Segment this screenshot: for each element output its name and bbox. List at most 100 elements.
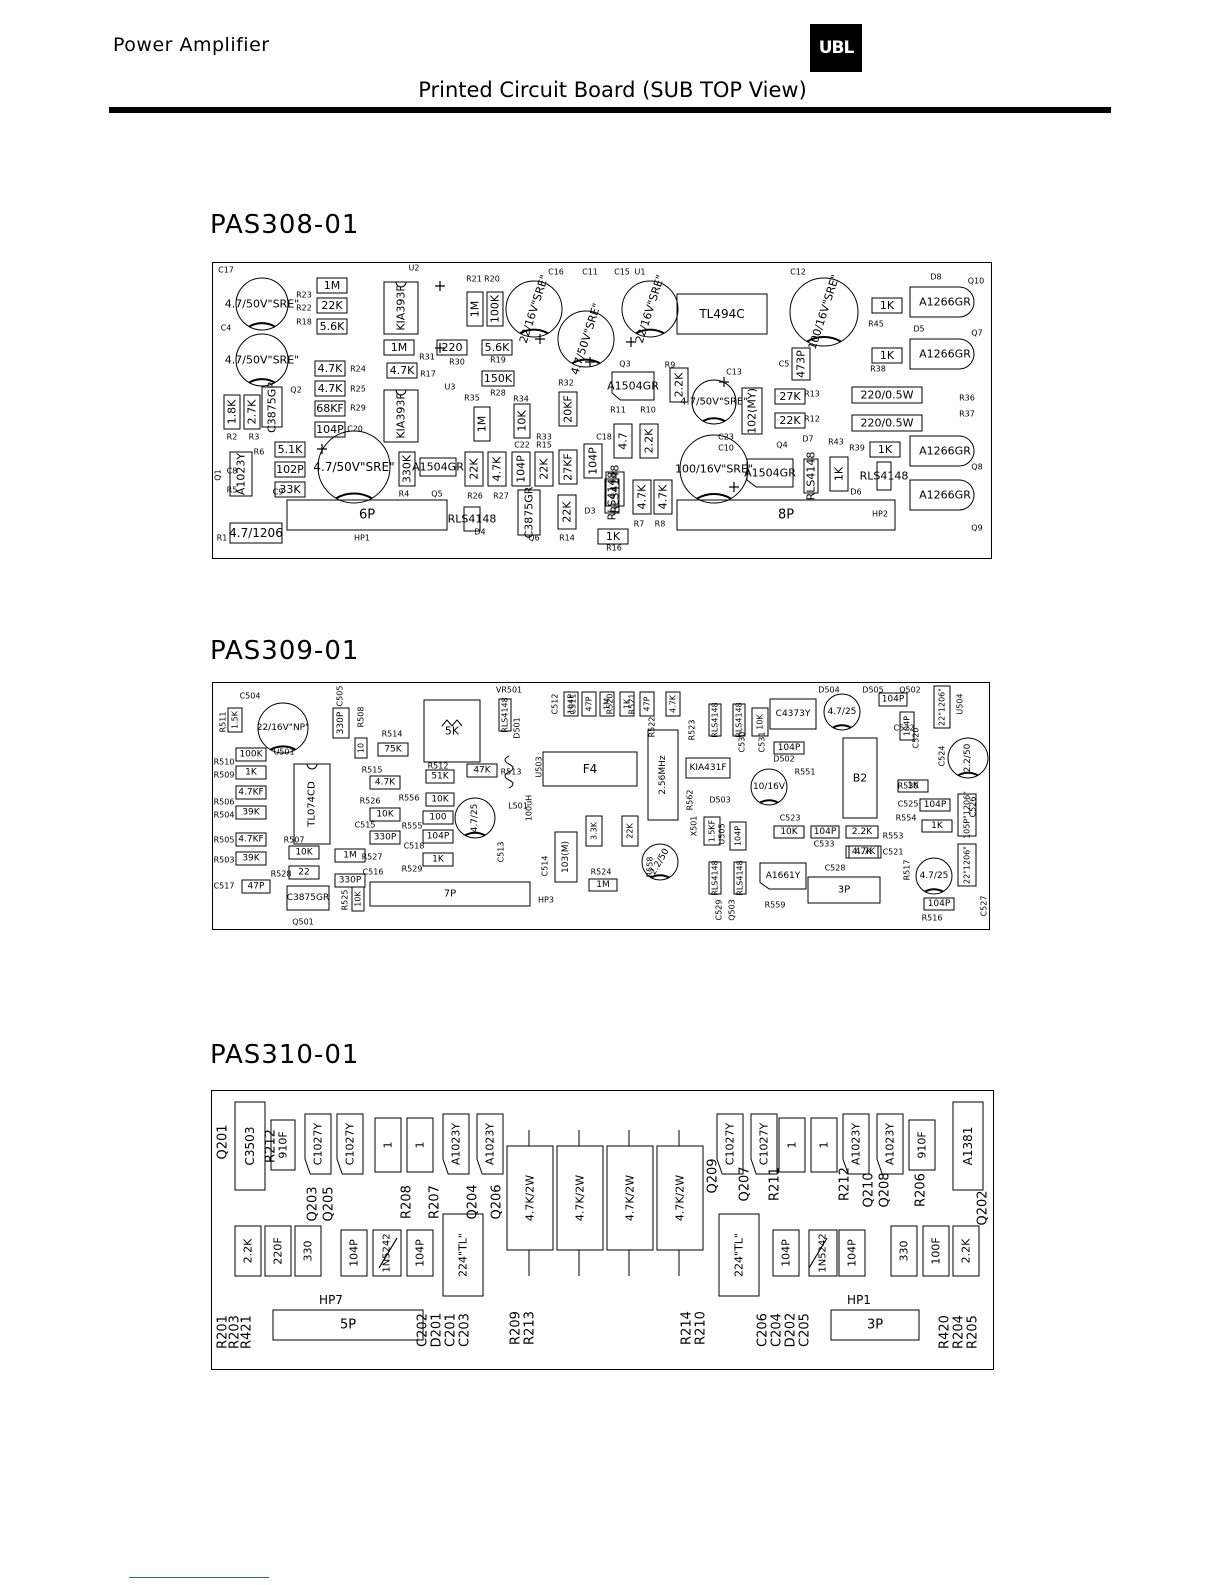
part-label: 4.7KF [238,788,263,798]
part-label: 47P [248,882,265,892]
ref-designator: C18 [596,433,612,442]
part-label: 4.7K [375,778,396,788]
part-label: 224"TL" [733,1233,746,1277]
part-label: 4.7K [657,484,670,509]
ref-designator: R35 [464,394,480,403]
ref-designator: R21 [466,275,482,284]
zener-mark [378,1237,398,1269]
ref-designator: R562 [686,790,695,811]
ref-designator: U504 [956,693,965,714]
ref-designator: Q502 [899,686,921,695]
part-body [656,1145,704,1251]
part-label: 5.6K [485,341,510,354]
part-body [473,406,491,442]
part-label: B2 [853,772,868,785]
part-body [871,297,903,314]
ref-designator: C528 [825,864,846,873]
part-body [890,1225,918,1277]
part-body [235,851,267,866]
part-body [639,423,659,459]
capacitor-body [235,333,289,387]
ref-designator: 100uH [525,795,534,821]
ref-designator: R11 [610,406,626,415]
part-label: RLS4148 [448,513,497,526]
ref-designator: R511 [219,712,228,733]
part-label: 10K [376,810,394,820]
ref-designator: R14 [559,534,575,543]
part-label: 4.7KF [238,835,263,845]
capacitor-body [454,797,496,839]
part-body [829,456,849,492]
part-label: A1266GR [919,445,971,458]
part-label: 4.7K [855,847,876,857]
capacitor-stripe [759,799,779,804]
part-label: RLS4148 [860,470,909,483]
part-body [487,451,507,487]
ref-designator: U505 [718,823,727,844]
part-label: 4.7K [636,484,649,509]
part-label: 2.2K [673,372,686,397]
part-body [481,370,515,387]
ref-designator: R27 [493,492,509,501]
part-body [466,763,498,778]
part-label: 22K [321,299,343,312]
part-body [810,825,840,839]
ref-designator: R514 [382,730,403,739]
part-body [581,691,597,717]
ref-designator: R16 [606,544,622,553]
capacitor-stripe [571,358,601,365]
part-label: 220F [272,1237,285,1264]
part-body [369,830,401,845]
part-body [422,829,454,844]
capacitor-stripe [924,888,944,893]
ref-designator: R10 [640,406,656,415]
part-label: 104P [780,1239,793,1267]
part-body [513,403,531,439]
part-body [851,386,923,404]
ref-designator: R521 [628,694,637,715]
ref-designator: R7 [634,520,645,529]
ref-designator: C515 [355,821,376,830]
part-label: 1K [606,530,621,543]
part-label: 4.7K [390,364,415,377]
part-body [621,815,639,847]
ref-designator: R516 [922,914,943,923]
ref-designator: C9 [273,488,284,497]
part-body [588,878,618,892]
ref-designator: D202 [784,1313,799,1348]
part-body [235,805,267,820]
ref-designator: HP1 [847,1293,871,1307]
ref-designator: Q5 [431,490,442,499]
ref-designator: R526 [360,797,381,806]
part-label: 4.7K/2W [624,1175,637,1221]
part-body [534,451,554,487]
jbl-logo: UBL [810,24,862,72]
ref-designator: U503 [535,756,544,777]
power-transistor-body [909,435,975,467]
part-label: 104P [515,455,528,483]
ref-designator: X501 [690,816,699,837]
part-label: 5K [445,725,460,738]
ref-designator: R512 [428,762,449,771]
part-body [773,741,805,755]
plus-mark [317,444,327,454]
part-label: 104P [928,899,951,909]
part-body [372,1229,402,1277]
ref-designator: C22 [514,441,530,450]
part-body [557,494,577,530]
part-label: 105P"1206" [963,791,972,839]
part-label: A1504GR [744,467,796,480]
ref-designator: R214 [680,1311,695,1345]
part-body [606,1145,654,1251]
ref-designator: R22 [296,304,312,313]
part-body [751,707,769,737]
ref-designator: R4 [399,490,410,499]
ref-designator: R29 [350,404,366,413]
diode-body [733,861,747,895]
part-label: RLS4148 [609,465,622,514]
part-body [647,729,679,821]
capacitor-body [317,430,391,504]
part-label: A1504GR [607,380,659,393]
part-label: 1N5242 [382,1233,393,1272]
part-label: A1023Y [884,1123,897,1166]
